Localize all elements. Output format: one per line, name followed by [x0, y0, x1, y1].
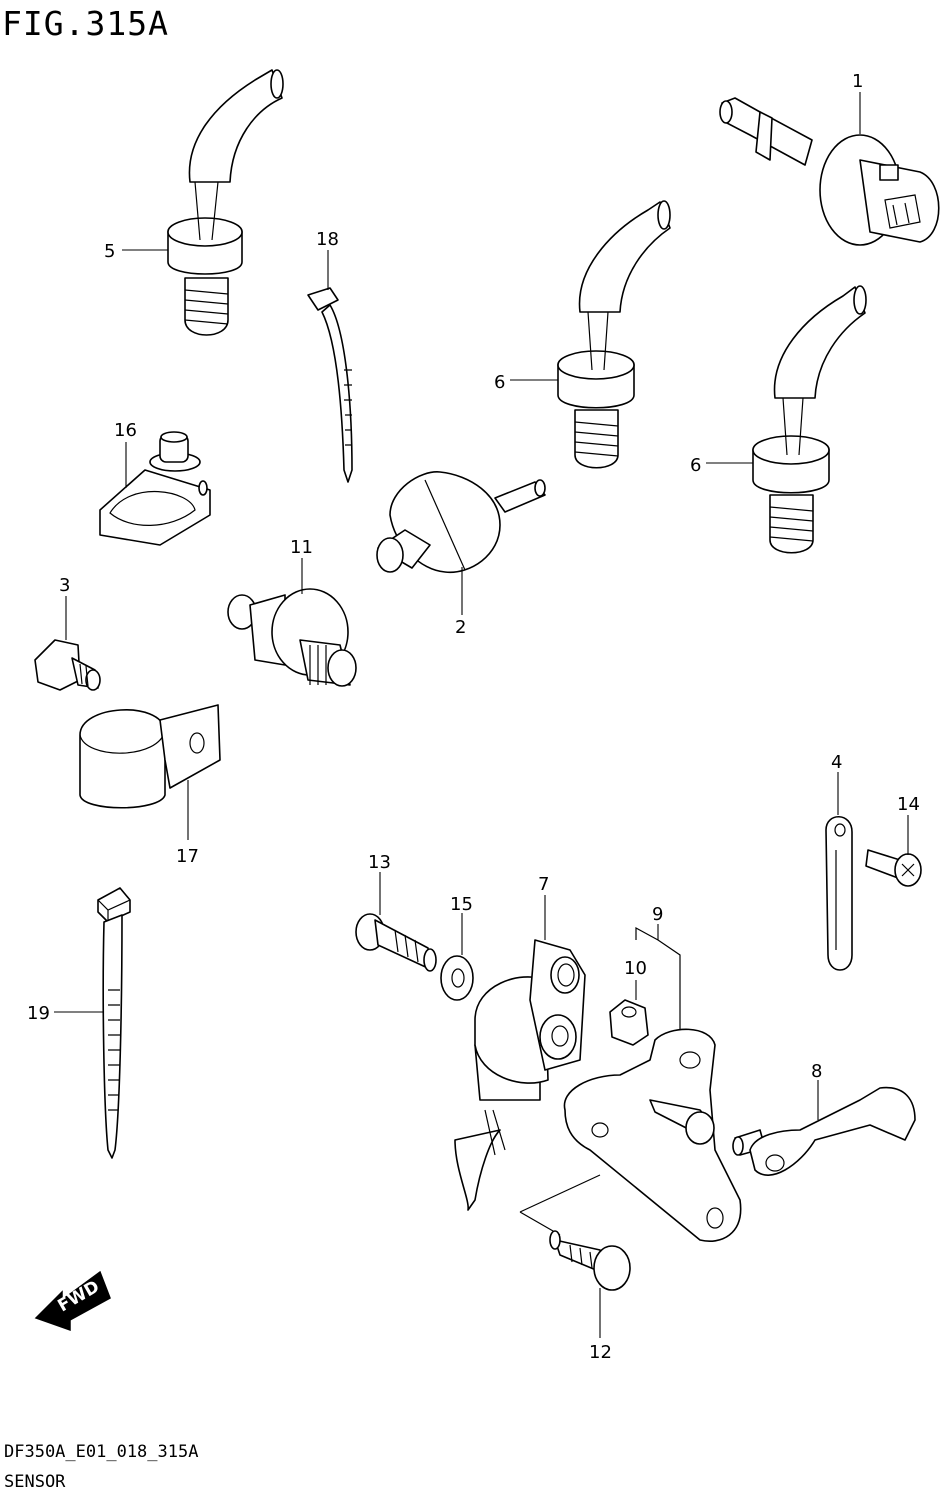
part-13-bolt[interactable]: [355, 913, 437, 972]
figure-title: FIG.315A: [2, 4, 169, 43]
part-6-sensor-lower[interactable]: [752, 285, 867, 554]
part-1-temperature-sensor[interactable]: [719, 97, 940, 246]
part-7-sensor[interactable]: [454, 939, 586, 1211]
callout-5: 5: [104, 241, 115, 262]
part-3-bolt[interactable]: [34, 639, 101, 691]
callout-10: 10: [624, 958, 647, 979]
callout-13: 13: [368, 852, 391, 873]
part-8-lever-arm[interactable]: [732, 1086, 916, 1176]
callout-6a: 6: [494, 372, 505, 393]
part-5-pressure-sensor[interactable]: [167, 69, 284, 336]
part-9-bracket-assembly[interactable]: [563, 926, 742, 1242]
callout-11: 11: [290, 537, 313, 558]
callout-4: 4: [831, 752, 842, 773]
callout-18: 18: [316, 229, 339, 250]
part-17-pipe-clamp[interactable]: [79, 704, 221, 809]
part-6-sensor-upper[interactable]: [557, 200, 671, 469]
part-19-cable-tie[interactable]: [97, 887, 131, 1159]
callout-2: 2: [455, 617, 466, 638]
part-2-sensor[interactable]: [376, 471, 546, 574]
part-15-washer[interactable]: [440, 955, 474, 1001]
callout-14: 14: [897, 794, 920, 815]
callout-8: 8: [811, 1061, 822, 1082]
callout-17: 17: [176, 846, 199, 867]
part-16-clamp[interactable]: [99, 431, 211, 546]
section-name: SENSOR: [4, 1472, 66, 1492]
callout-19: 19: [27, 1003, 50, 1024]
callout-6b: 6: [690, 455, 701, 476]
part-12-bolt[interactable]: [519, 1174, 631, 1291]
callout-7: 7: [538, 874, 549, 895]
part-14-screw[interactable]: [865, 849, 922, 887]
callout-15: 15: [450, 894, 473, 915]
part-4-bracket-strap[interactable]: [825, 815, 853, 971]
diagram-code: DF350A_E01_018_315A: [4, 1442, 199, 1462]
callout-9: 9: [652, 904, 663, 925]
fwd-direction-arrow: FWD: [34, 1270, 111, 1332]
callout-16: 16: [114, 420, 137, 441]
part-10-nut[interactable]: [609, 999, 649, 1046]
part-11-knock-sensor[interactable]: [227, 588, 357, 687]
callout-12: 12: [589, 1342, 612, 1363]
callout-3: 3: [59, 575, 70, 596]
part-18-cable-tie[interactable]: [307, 287, 353, 483]
callout-1: 1: [852, 71, 863, 92]
